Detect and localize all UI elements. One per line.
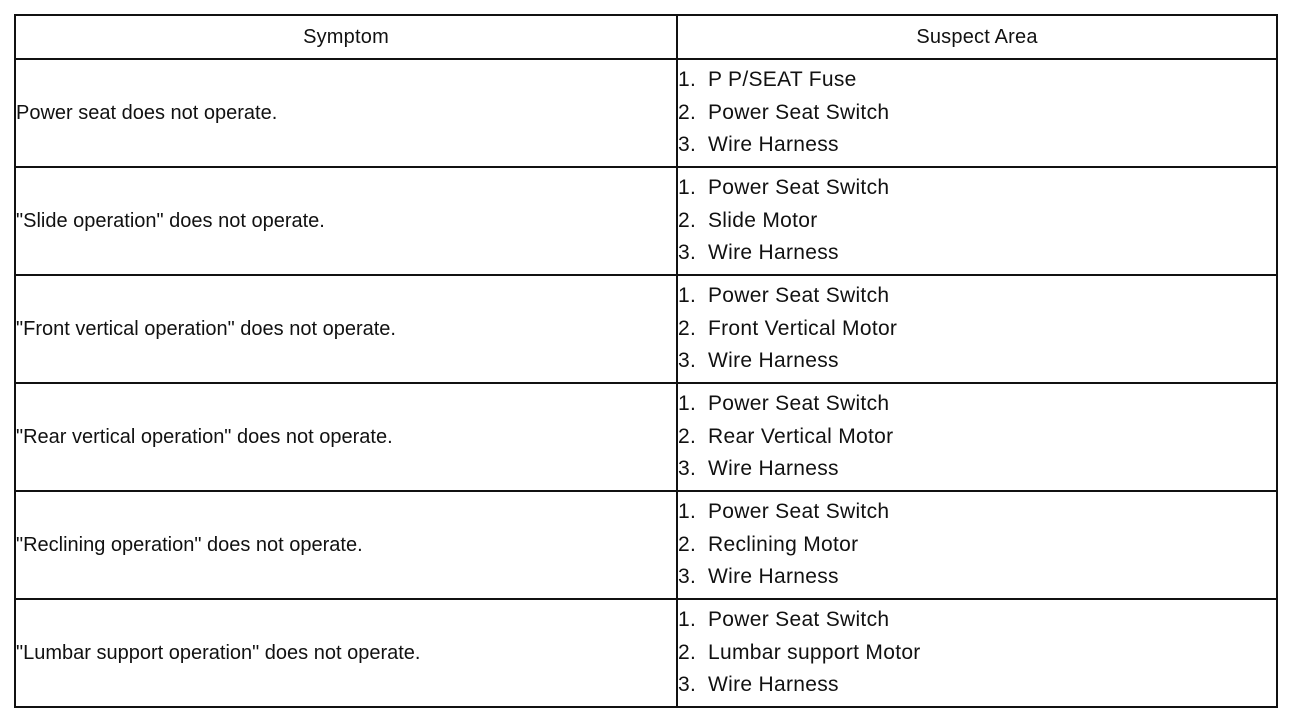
suspect-text: Reclining Motor [708, 532, 859, 556]
suspect-area-column-header: Suspect Area [676, 14, 1278, 60]
suspect-number: 1. [678, 68, 697, 92]
suspect-item: 2. Power Seat Switch [678, 97, 1276, 130]
symptom-table: Symptom Suspect Area Power seat does not… [14, 14, 1278, 708]
suspect-number: 3. [678, 457, 697, 481]
table-header-row: Symptom Suspect Area [14, 14, 1278, 60]
suspect-item: 2. Rear Vertical Motor [678, 421, 1276, 454]
troubleshooting-sheet: Symptom Suspect Area Power seat does not… [14, 14, 1278, 708]
suspect-item: 1. Power Seat Switch [678, 172, 1276, 205]
suspect-item: 1. Power Seat Switch [678, 496, 1276, 529]
suspect-area-cell: 1. Power Seat Switch 2. Slide Motor 3. Wire… [676, 166, 1278, 276]
suspect-number: 1. [678, 176, 697, 200]
suspect-item: 3. Wire Harness [678, 561, 1276, 594]
suspect-area-cell: 1. Power Seat Switch 2. Reclining Motor 3.… [676, 490, 1278, 600]
suspect-number: 2. [678, 424, 697, 448]
symptom-column-header: Symptom [14, 14, 678, 60]
suspect-number: 2. [678, 640, 697, 664]
suspect-text: Power Seat Switch [708, 608, 890, 632]
suspect-item: 3. Wire Harness [678, 453, 1276, 486]
suspect-item: 2. Reclining Motor [678, 529, 1276, 562]
suspect-area-cell: 1. Power Seat Switch 2. Lumbar support Mot… [676, 598, 1278, 708]
suspect-text: Power Seat Switch [708, 500, 890, 524]
suspect-item: 1. Power Seat Switch [678, 604, 1276, 637]
symptom-cell: "Lumbar support operation" does not oper… [14, 598, 678, 708]
suspect-number: 2. [678, 100, 697, 124]
suspect-item: 2. Front Vertical Motor [678, 313, 1276, 346]
suspect-list: 1. Power Seat Switch 2. Reclining Motor 3.… [678, 496, 1276, 594]
table-row: "Slide operation" does not operate. 1. Po… [14, 166, 1278, 276]
symptom-cell: "Slide operation" does not operate. [14, 166, 678, 276]
suspect-number: 1. [678, 392, 697, 416]
suspect-text: Wire Harness [708, 565, 839, 589]
symptom-cell: "Front vertical operation" does not oper… [14, 274, 678, 384]
suspect-item: 2. Lumbar support Motor [678, 637, 1276, 670]
suspect-item: 3. Wire Harness [678, 129, 1276, 162]
suspect-text: Power Seat Switch [708, 284, 890, 308]
table-row: "Front vertical operation" does not oper… [14, 274, 1278, 384]
suspect-item: 2. Slide Motor [678, 205, 1276, 238]
suspect-text: Slide Motor [708, 208, 818, 232]
suspect-text: Rear Vertical Motor [708, 424, 894, 448]
suspect-text: Wire Harness [708, 133, 839, 157]
suspect-text: Power Seat Switch [708, 392, 890, 416]
suspect-list: 1. Power Seat Switch 2. Front Vertical Mot… [678, 280, 1276, 378]
symptom-cell: "Reclining operation" does not operate. [14, 490, 678, 600]
suspect-number: 3. [678, 241, 697, 265]
suspect-item: 3. Wire Harness [678, 237, 1276, 270]
table-row: "Reclining operation" does not operate. … [14, 490, 1278, 600]
suspect-area-cell: 1. Power Seat Switch 2. Rear Vertical Moto… [676, 382, 1278, 492]
suspect-number: 3. [678, 565, 697, 589]
suspect-text: Wire Harness [708, 349, 839, 373]
suspect-text: Wire Harness [708, 457, 839, 481]
suspect-number: 3. [678, 349, 697, 373]
symptom-cell: "Rear vertical operation" does not opera… [14, 382, 678, 492]
table-row: "Lumbar support operation" does not oper… [14, 598, 1278, 708]
suspect-list: 1. Power Seat Switch 2. Lumbar support Mot… [678, 604, 1276, 702]
symptom-cell: Power seat does not operate. [14, 58, 678, 168]
suspect-area-cell: 1. Power Seat Switch 2. Front Vertical Mot… [676, 274, 1278, 384]
suspect-item: 1. Power Seat Switch [678, 280, 1276, 313]
suspect-text: Front Vertical Motor [708, 316, 898, 340]
suspect-list: 1. Power Seat Switch 2. Slide Motor 3. Wire… [678, 172, 1276, 270]
suspect-list: 1. Power Seat Switch 2. Rear Vertical Moto… [678, 388, 1276, 486]
suspect-number: 3. [678, 133, 697, 157]
suspect-number: 1. [678, 284, 697, 308]
suspect-list: 1. P P/SEAT Fuse 2. Power Seat Switch 3. Wi… [678, 64, 1276, 162]
suspect-item: 1. P P/SEAT Fuse [678, 64, 1276, 97]
suspect-text: Power Seat Switch [708, 176, 890, 200]
suspect-text: Lumbar support Motor [708, 640, 921, 664]
suspect-text: Wire Harness [708, 673, 839, 697]
suspect-item: 1. Power Seat Switch [678, 388, 1276, 421]
suspect-item: 3. Wire Harness [678, 345, 1276, 378]
suspect-number: 1. [678, 500, 697, 524]
suspect-number: 1. [678, 608, 697, 632]
suspect-text: Wire Harness [708, 241, 839, 265]
suspect-number: 2. [678, 316, 697, 340]
suspect-text: Power Seat Switch [708, 100, 890, 124]
table-row: "Rear vertical operation" does not opera… [14, 382, 1278, 492]
suspect-text: P P/SEAT Fuse [708, 68, 857, 92]
suspect-number: 3. [678, 673, 697, 697]
suspect-item: 3. Wire Harness [678, 669, 1276, 702]
suspect-area-cell: 1. P P/SEAT Fuse 2. Power Seat Switch 3. Wi… [676, 58, 1278, 168]
suspect-number: 2. [678, 208, 697, 232]
table-row: Power seat does not operate. 1. P P/SEAT … [14, 58, 1278, 168]
suspect-number: 2. [678, 532, 697, 556]
